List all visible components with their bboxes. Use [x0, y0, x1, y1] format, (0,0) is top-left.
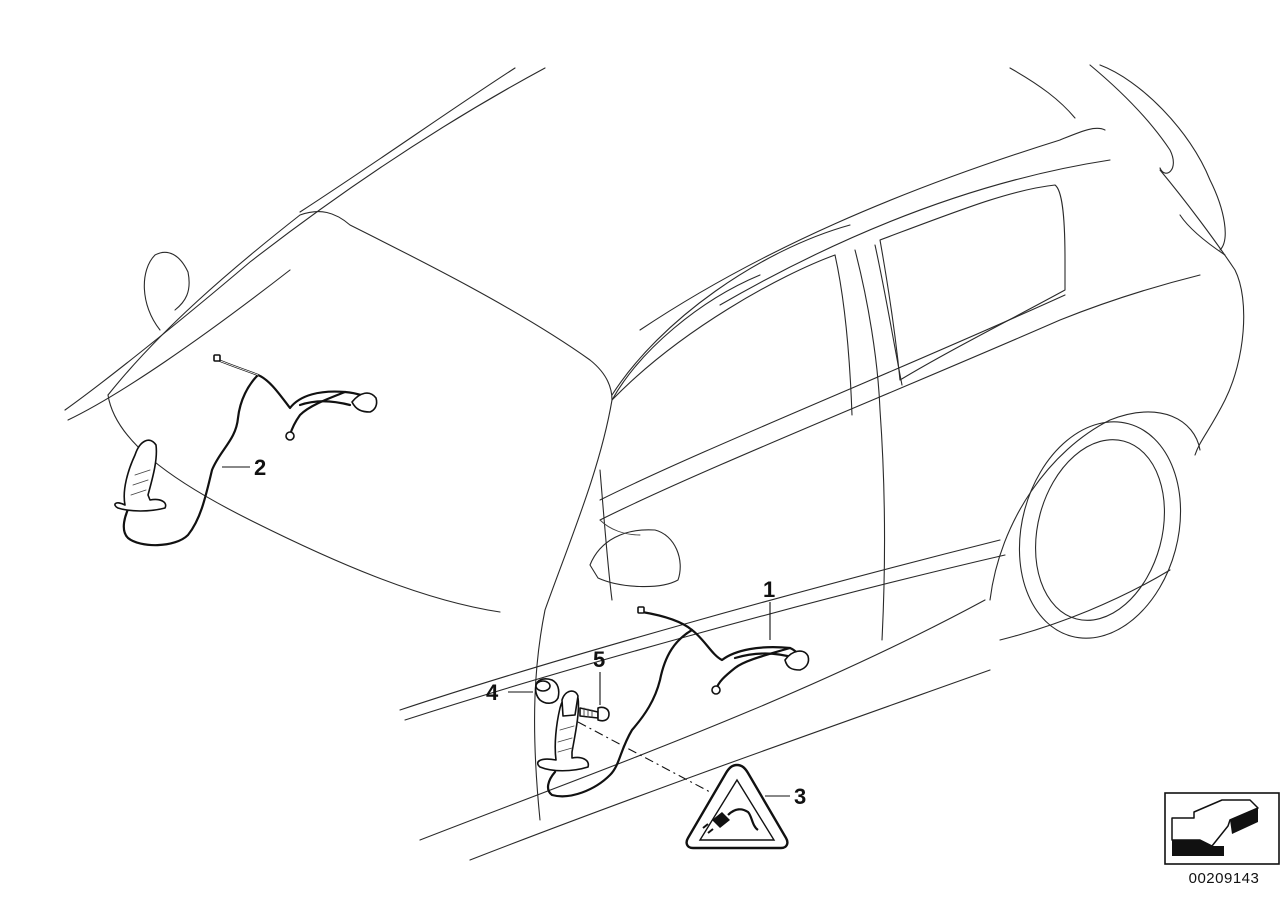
- direction-arrow-icon: [1164, 792, 1280, 865]
- part-2-cable: [114, 354, 378, 547]
- callout-4: 4: [486, 680, 499, 705]
- callout-2: 2: [254, 455, 266, 480]
- warning-triangle-plug-icon: [685, 763, 789, 850]
- callout-3: 3: [794, 784, 806, 809]
- document-number: 00209143: [1188, 870, 1260, 887]
- leader-lines: [222, 466, 790, 797]
- part-4-nut: [534, 678, 560, 704]
- car-outline: [64, 64, 1245, 861]
- part-5-bolt: [579, 706, 610, 722]
- part-1-cable: [536, 606, 810, 798]
- callout-1: 1: [763, 577, 775, 602]
- callout-5: 5: [593, 647, 605, 672]
